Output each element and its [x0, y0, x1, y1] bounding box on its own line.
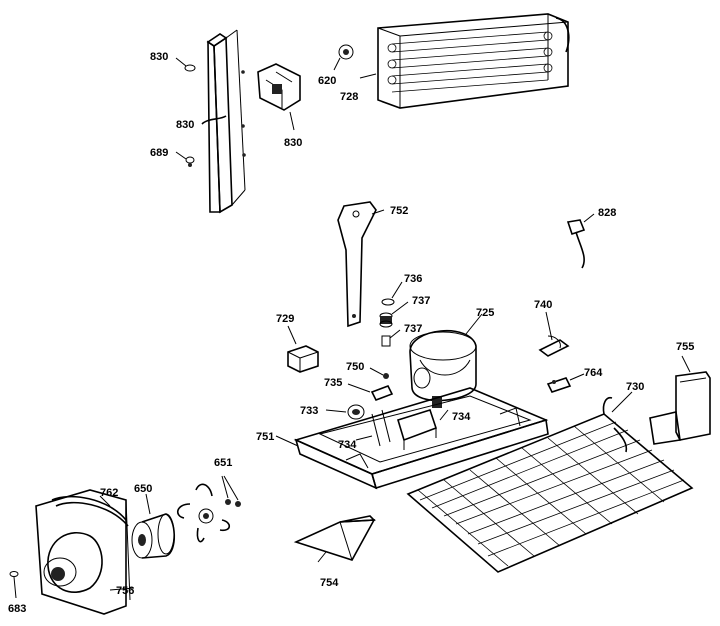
clip-764 [546, 373, 585, 393]
washer-736 [381, 281, 403, 306]
clip-740 [538, 311, 570, 357]
label-830a: 830 [150, 51, 168, 63]
label-740: 740 [534, 299, 552, 311]
label-725: 725 [476, 307, 494, 319]
label-736: 736 [404, 273, 422, 285]
label-762: 762 [100, 487, 118, 499]
fan-motor-650 [131, 493, 176, 559]
label-828: 828 [598, 207, 616, 219]
label-734a: 734 [452, 411, 471, 423]
label-750: 750 [346, 361, 364, 373]
label-756: 756 [116, 585, 134, 597]
label-620: 620 [318, 75, 336, 87]
knob-620 [333, 44, 354, 71]
label-733: 733 [300, 405, 318, 417]
label-683: 683 [8, 603, 26, 615]
label-728: 728 [340, 91, 358, 103]
label-650: 650 [134, 483, 152, 495]
screw-683 [9, 571, 19, 599]
label-754: 754 [320, 577, 339, 589]
drain-pan-754 [293, 515, 376, 563]
base-pan-751 [275, 387, 549, 490]
drain-coil-730 [406, 391, 694, 573]
fan-shroud-756 [35, 489, 135, 615]
screw-750 [369, 367, 389, 379]
grommet-737b [381, 329, 401, 347]
label-729: 729 [276, 313, 294, 325]
label-737a: 737 [412, 295, 430, 307]
clamp-735 [347, 383, 394, 402]
label-755: 755 [676, 341, 694, 353]
label-651: 651 [214, 457, 232, 469]
compressor-725 [409, 313, 483, 408]
label-737b: 737 [404, 323, 422, 335]
screw-830 [175, 57, 196, 72]
bracket-arm-752 [337, 201, 385, 328]
label-751: 751 [256, 431, 274, 443]
label-730: 730 [626, 381, 644, 393]
label-752: 752 [390, 205, 408, 217]
label-830c: 830 [284, 137, 302, 149]
condenser-728 [359, 13, 570, 109]
rail-part [201, 29, 246, 214]
label-764: 764 [584, 367, 603, 379]
label-689: 689 [150, 147, 168, 159]
label-735: 735 [324, 377, 342, 389]
grommet-733 [325, 404, 365, 420]
fan-blade-651 [177, 475, 241, 543]
screw-689 [175, 151, 195, 167]
label-734b: 734 [338, 439, 357, 451]
relay-729 [287, 325, 319, 373]
grommet-737a [379, 301, 409, 328]
cord-clip-828 [566, 213, 595, 269]
bracket-755 [649, 355, 711, 445]
label-830b: 830 [176, 119, 194, 131]
bracket-830 [257, 63, 301, 131]
part-labels: 830 830 830 689 620 728 752 828 736 737 … [8, 51, 694, 615]
